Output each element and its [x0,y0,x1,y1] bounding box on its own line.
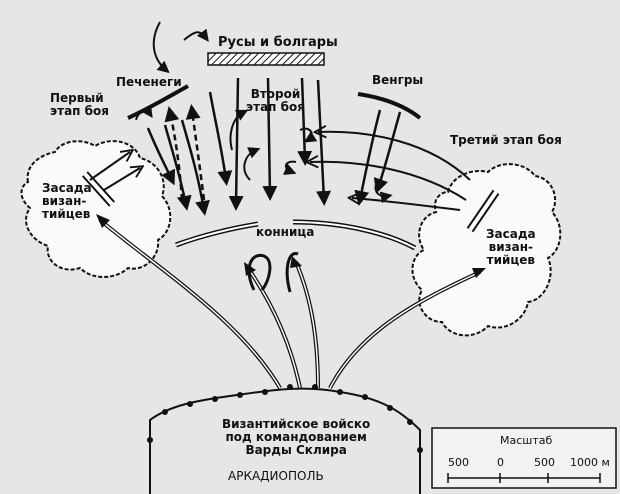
ambush-arrows [89,132,471,211]
rus-bolgar-bar [207,52,325,66]
scale-tick-1: 500 [448,456,469,469]
scale-tick-2: 0 [497,456,504,469]
cavalry-left [175,221,259,248]
label-byzantine-army: Византийское войско под командованием Ва… [222,417,371,457]
cavalry-curl-left [247,254,272,291]
label-cavalry: конница [256,225,315,239]
retreat-arrows [164,104,206,201]
label-second-stage: Второй этап боя [246,87,305,114]
label-ambush-right: Засада визан- тийцев [486,227,536,267]
label-city: АРКАДИОПОЛЬ [228,469,324,483]
byz-advance-inner [99,219,481,389]
city-wall [147,384,423,494]
scale-tick-4: 1000 м [570,456,610,469]
forest-right [411,163,562,337]
scale-box [431,427,617,489]
label-pechenegi: Печенеги [116,75,182,89]
scale-tick-3: 500 [534,456,555,469]
cavalry-curl-right [285,252,299,293]
label-first-stage: Первый этап боя [50,91,109,118]
label-ambush-left: Засада визан- тийцев [42,181,92,221]
pechenegi-line [127,84,189,120]
vengry-line [357,92,422,120]
label-third-stage: Третий этап боя [450,133,562,147]
curl-arrows [135,21,393,204]
label-rus-bolgar: Русы и болгары [218,35,338,50]
label-vengry: Венгры [372,73,424,87]
scale-title: Масштаб [500,434,553,447]
enemy-arrows [146,77,402,216]
